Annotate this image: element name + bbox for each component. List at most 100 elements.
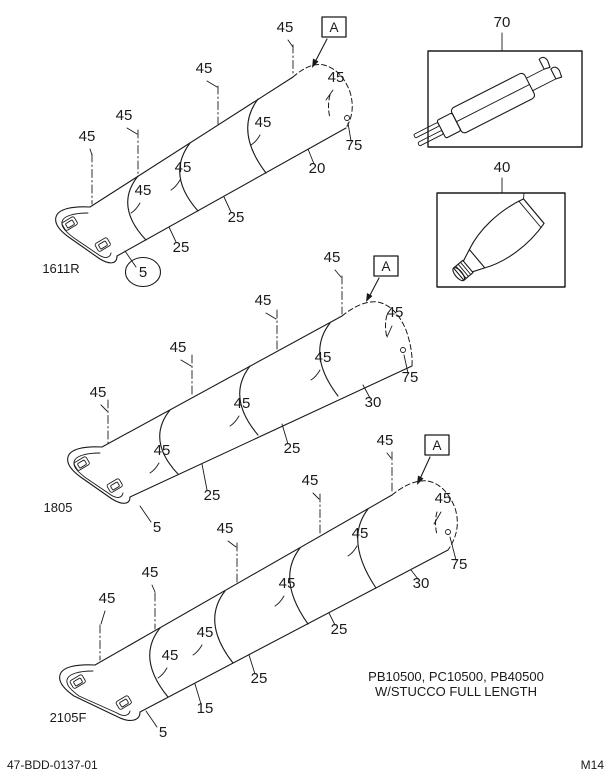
callout-45: 45 <box>277 19 294 36</box>
callout-A: A <box>432 438 441 453</box>
callout-45: 45 <box>170 339 187 356</box>
callout-A: A <box>329 20 338 35</box>
sealant-tube-icon <box>452 192 545 282</box>
callout-45: 45 <box>79 128 96 145</box>
callout-45: 45 <box>255 114 272 131</box>
callout-45: 45 <box>377 432 394 449</box>
callout-45: 45 <box>234 395 251 412</box>
callout-75: 75 <box>346 137 363 154</box>
callout-45: 45 <box>175 159 192 176</box>
callout-15: 15 <box>197 700 214 717</box>
callout-25: 25 <box>331 621 348 638</box>
joint-centerlines <box>91 44 294 205</box>
panel-endcap-inner-line <box>61 212 112 258</box>
callout-45: 45 <box>162 647 179 664</box>
detail-a-arrowhead <box>417 475 424 485</box>
footer-page-code: M14 <box>581 758 605 772</box>
break-end-outline <box>292 64 353 129</box>
highlight-circle <box>124 256 162 288</box>
endcap-bracket <box>106 478 123 493</box>
note-description: W/STUCCO FULL LENGTH <box>375 684 537 699</box>
callout-25: 25 <box>251 670 268 687</box>
detail-a-arrow <box>313 38 328 65</box>
panel-id-label: 1611R <box>42 261 79 276</box>
callout-5: 5 <box>139 264 147 281</box>
panel-top-edge <box>89 76 294 208</box>
callout-leader-lines <box>100 452 457 728</box>
callout-45: 45 <box>279 575 296 592</box>
callout-hook-leaders <box>149 369 321 474</box>
callout-30: 30 <box>365 394 382 411</box>
detail-view-marker-box <box>321 16 347 38</box>
fastener-75-marker <box>445 529 451 535</box>
detail-a-arrowhead <box>366 293 373 302</box>
endcap-bracket <box>115 695 132 710</box>
callout-hook-leaders <box>157 545 358 679</box>
panel-endcap-inner-line <box>73 452 124 498</box>
callout-45: 45 <box>352 525 369 542</box>
panel-top-edge <box>94 494 393 666</box>
section-joint-arcs <box>127 98 267 241</box>
section-joint-arcs <box>149 508 377 698</box>
joint-centerlines <box>107 275 343 445</box>
detail-box-70: 70 <box>413 14 583 148</box>
panel-endcap-outline <box>67 446 131 504</box>
note-part-numbers: PB10500, PC10500, PB40500 <box>368 669 544 684</box>
callout-75: 75 <box>402 369 419 386</box>
endcap-bracket <box>94 237 111 252</box>
detail-box-frame <box>427 50 583 148</box>
callout-75: 75 <box>451 556 468 573</box>
callout-45: 45 <box>196 60 213 77</box>
panel-2105F-callouts: 45 45 45 45 45 45 45 45 45 45 75 30 25 25 15 5 A <box>99 432 468 741</box>
callout-hook-leaders <box>130 134 261 214</box>
callout-30: 30 <box>413 575 430 592</box>
callout-25: 25 <box>204 487 221 504</box>
callout-leader-lines <box>100 269 409 523</box>
callout-45: 45 <box>328 69 345 86</box>
panel-bottom-edge <box>139 549 449 713</box>
callout-5: 5 <box>153 519 161 536</box>
panel-bottom-edge <box>129 365 413 498</box>
callout-45: 45 <box>324 249 341 266</box>
callout-leader-lines <box>89 39 352 268</box>
callout-40: 40 <box>494 159 511 176</box>
callout-5: 5 <box>159 724 167 741</box>
endcap-bracket <box>73 456 90 471</box>
callout-45: 45 <box>217 520 234 537</box>
callout-45: 45 <box>90 384 107 401</box>
panel-endcap-inner-line <box>66 670 131 716</box>
callout-45: 45 <box>99 590 116 607</box>
callout-45: 45 <box>142 564 159 581</box>
callout-45: 45 <box>255 292 272 309</box>
panel-id-label: 2105F <box>50 710 87 725</box>
callout-45: 45 <box>116 107 133 124</box>
detail-box-40: 40 <box>436 159 566 288</box>
panel-bottom-edge <box>116 127 347 257</box>
panel-top-edge <box>101 315 343 448</box>
fastener-75-marker <box>344 115 350 121</box>
callout-25: 25 <box>284 440 301 457</box>
section-joint-arcs <box>159 322 339 475</box>
detail-view-marker-box <box>373 255 399 277</box>
callout-45: 45 <box>197 624 214 641</box>
callout-45: 45 <box>387 304 404 321</box>
footer-drawing-number: 47-BDD-0137-01 <box>7 758 98 772</box>
adhesive-applicator-syringe-icon <box>413 56 563 147</box>
callout-45: 45 <box>435 490 452 507</box>
joint-centerlines <box>99 451 393 661</box>
callout-45: 45 <box>302 472 319 489</box>
callout-45: 45 <box>315 349 332 366</box>
fastener-75-marker <box>400 347 406 353</box>
callout-25: 25 <box>173 239 190 256</box>
detail-box-frame <box>436 192 566 288</box>
panel-endcap-outline <box>59 664 141 721</box>
break-end-outline <box>341 301 413 367</box>
callout-45: 45 <box>135 182 152 199</box>
detail-a-arrow <box>418 456 431 482</box>
